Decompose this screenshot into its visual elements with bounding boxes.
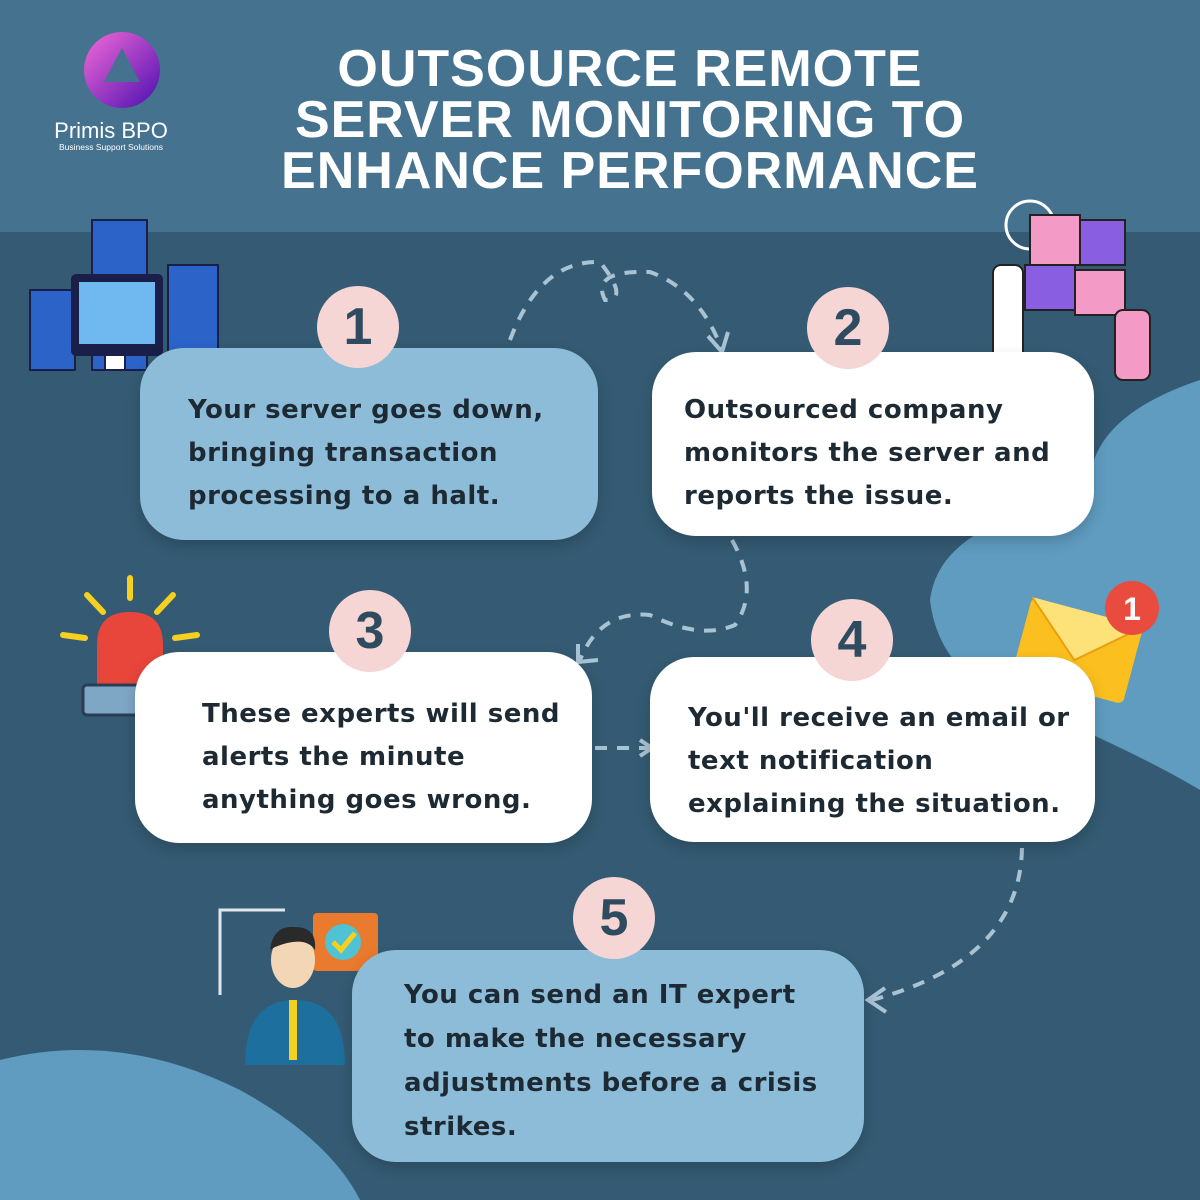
logo-name: Primis BPO: [54, 118, 168, 143]
notification-badge: 1: [1123, 591, 1141, 627]
step-4-text: You'll receive an email or text notifica…: [688, 703, 1070, 819]
logo-tagline: Business Support Solutions: [59, 142, 163, 152]
connector-1-2: [508, 259, 724, 351]
logo-icon: [84, 32, 160, 108]
connector-2-3: [578, 539, 749, 661]
step-1-card: Your server goes down, bringing transact…: [140, 348, 598, 540]
logo: Primis BPO Business Support Solutions: [46, 30, 176, 152]
connector-4-5: [871, 847, 1024, 1002]
step-5-card: You can send an IT expert to make the ne…: [352, 950, 864, 1162]
step-2-text: Outsourced company monitors the server a…: [684, 395, 1051, 511]
team-puzzle-illustration: [992, 199, 1151, 381]
step-2-card: Outsourced company monitors the server a…: [652, 352, 1094, 536]
header-banner: [0, 0, 1200, 232]
it-expert-illustration: [218, 908, 378, 1065]
step-5-number: 5: [573, 877, 655, 959]
step-2-number: 2: [807, 287, 889, 369]
page-title: OUTSOURCE REMOTE SERVER MONITORING TO EN…: [281, 40, 979, 200]
step-3-text: These experts will send alerts the minut…: [202, 699, 561, 815]
step-3-number: 3: [329, 590, 411, 672]
step-3-card: These experts will send alerts the minut…: [135, 652, 592, 843]
step-4-number: 4: [811, 599, 893, 681]
step-1-number: 1: [317, 286, 399, 368]
step-1-text: Your server goes down, bringing transact…: [188, 395, 544, 511]
step-5-text: You can send an IT expert to make the ne…: [404, 980, 818, 1142]
step-4-card: You'll receive an email or text notifica…: [650, 657, 1095, 842]
